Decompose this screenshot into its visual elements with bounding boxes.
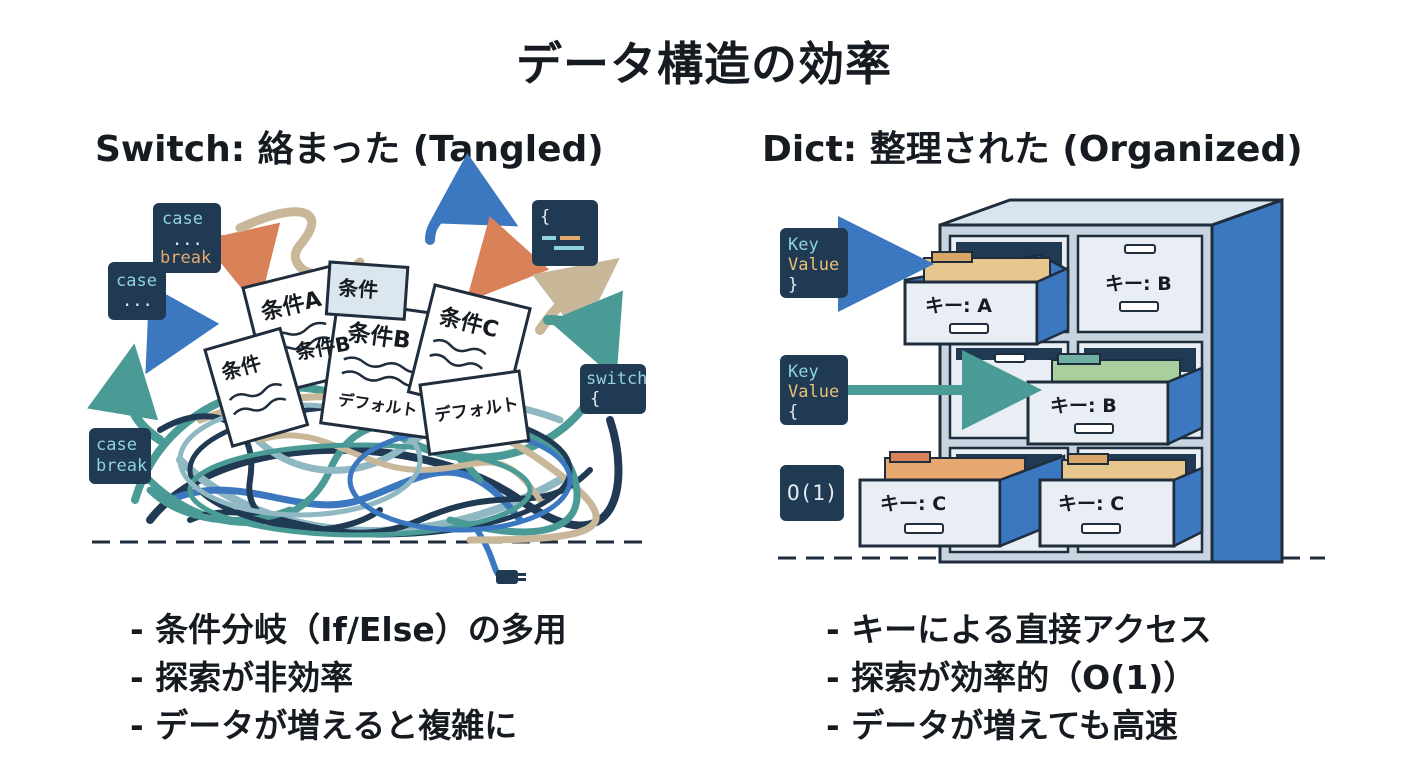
svg-text:Key: Key	[788, 235, 819, 255]
arrow-blue-top	[425, 152, 519, 245]
svg-text:...: ...	[172, 230, 203, 250]
page-title: データ構造の効率	[516, 37, 892, 91]
svg-text:break: break	[96, 456, 147, 476]
code-card-switch: switch {	[580, 364, 647, 414]
paper-label: 条件	[337, 276, 379, 303]
svg-text:Value: Value	[788, 382, 839, 402]
svg-text:O(1): O(1)	[787, 481, 838, 505]
dict-bullet: - データが増えても高速	[826, 706, 1178, 745]
svg-text:}: }	[788, 275, 798, 295]
drawer-key-c-left: キー: C	[858, 451, 1066, 548]
svg-text:Key: Key	[788, 362, 819, 382]
svg-text:{: {	[788, 402, 798, 422]
switch-bullet: - 条件分岐（If/Else）の多用	[130, 610, 567, 649]
code-card-case-break-top: case ... break	[153, 203, 221, 273]
paper-default-right: デフォルト	[418, 369, 531, 457]
dict-subtitle: Dict: 整理された (Organized)	[762, 129, 1303, 170]
arrow-orange-right	[465, 216, 550, 303]
drawer-key-b-closed: キー: B	[1105, 273, 1172, 312]
paper-condition-left: 条件	[203, 326, 310, 448]
arrow-teal-right	[543, 290, 623, 380]
paper-condition-b-center: 条件B デフォルト	[319, 298, 451, 441]
code-card-case-left: case ...	[108, 262, 166, 320]
svg-text:{: {	[590, 389, 600, 409]
code-card-key-value-middle: Key Value {	[780, 355, 848, 425]
drawer-label: キー: A	[925, 295, 992, 317]
svg-text:break: break	[160, 248, 211, 268]
svg-text:{: {	[540, 207, 550, 227]
paper-condition-top: 条件	[324, 260, 410, 321]
dict-bullet-list: - キーによる直接アクセス - 探索が効率的（O(1)） - データが増えても高…	[826, 606, 1212, 750]
svg-text:case: case	[162, 209, 203, 229]
switch-subtitle: Switch: 絡まった (Tangled)	[95, 129, 604, 170]
dict-bullet: - キーによる直接アクセス	[826, 610, 1212, 649]
switch-bullet-list: - 条件分岐（If/Else）の多用 - 探索が非効率 - データが増えると複雑…	[130, 606, 567, 750]
arrow-orange-top	[202, 222, 281, 310]
code-card-o1: O(1)	[780, 465, 844, 521]
code-card-case-break-bottom: case break	[89, 428, 151, 484]
arrow-teal-left	[87, 343, 165, 445]
drawer-label: キー: C	[1058, 493, 1124, 515]
svg-text:case: case	[96, 435, 137, 455]
drawer-key-c-right: キー: C	[1038, 453, 1204, 549]
svg-text:...: ...	[122, 291, 153, 311]
drawer-label: キー: B	[1105, 273, 1172, 295]
drawer-key-b-open: キー: B	[1026, 353, 1204, 446]
arrow-blue-left	[145, 284, 220, 375]
dict-bullet: - 探索が効率的（O(1)）	[826, 658, 1197, 697]
svg-text:case: case	[116, 271, 157, 291]
code-card-key-value-top: Key Value }	[780, 228, 848, 298]
switch-bullet: - データが増えると複雑に	[130, 706, 518, 745]
drawer-label: キー: C	[880, 493, 946, 515]
dict-arrows	[838, 216, 1042, 430]
tangle-arrows	[87, 152, 623, 581]
plug-icon	[496, 570, 526, 584]
drawer-label: キー: B	[1050, 395, 1117, 417]
drawer-key-a: キー: A	[903, 251, 1070, 346]
svg-text:Value: Value	[788, 255, 839, 275]
code-card-brace-top: {	[532, 200, 598, 266]
switch-bullet: - 探索が非効率	[130, 658, 354, 697]
svg-text:switch: switch	[586, 369, 647, 389]
